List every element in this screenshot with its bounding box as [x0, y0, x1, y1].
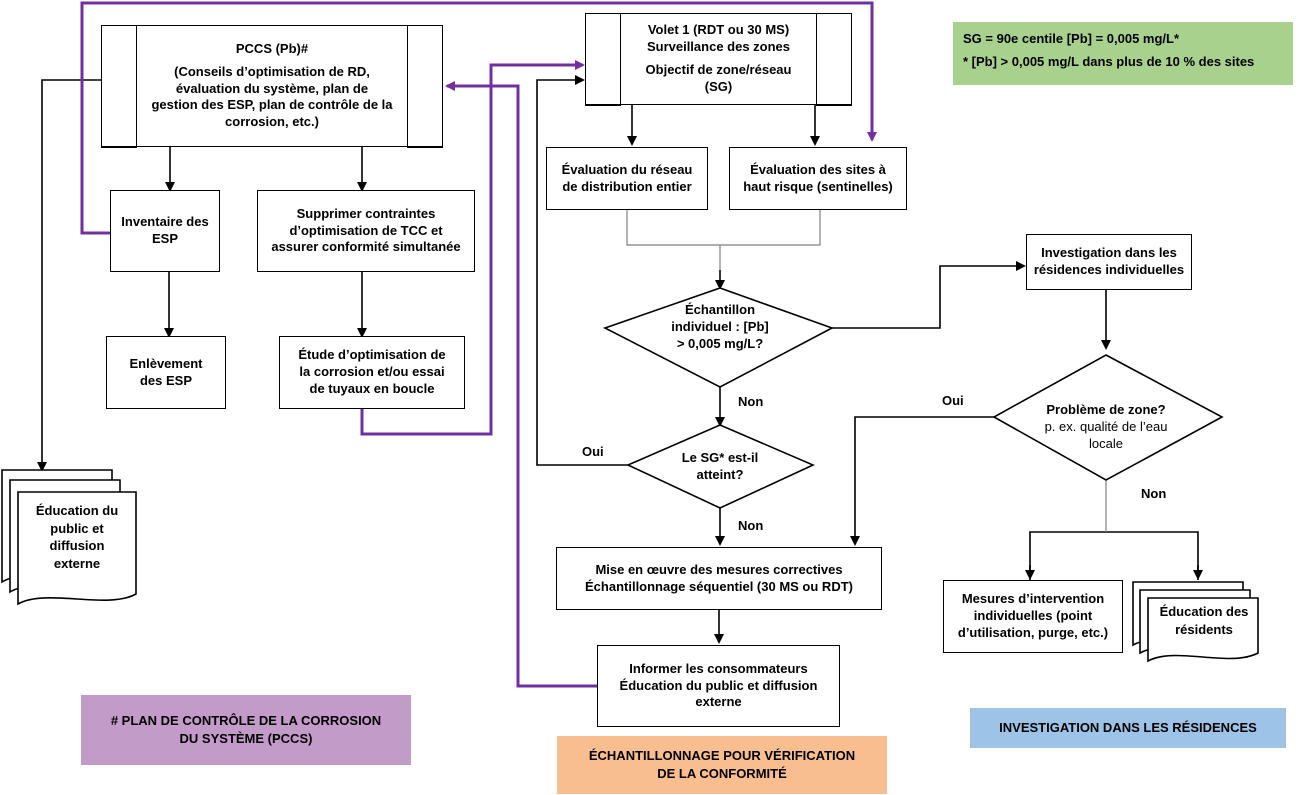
volet-line: Surveillance des zones	[646, 39, 791, 55]
education-residents-text: Éducation des résidents	[1150, 603, 1258, 638]
investigation-line: résidences individuelles	[1033, 262, 1185, 277]
investigation-box: Investigation dans les résidences indivi…	[1026, 234, 1192, 290]
legend-sampling: ÉCHANTILLONNAGE POUR VÉRIFICATION DE LA …	[557, 736, 887, 794]
inventaire-box: Inventaire des ESP	[110, 190, 220, 272]
eval-sites-box: Évaluation des sites à haut risque (sent…	[729, 147, 907, 210]
sg-line: Le SG* est-il	[681, 450, 759, 465]
probleme-diamond	[992, 354, 1224, 481]
label-non: Non	[738, 518, 764, 533]
label-oui: Oui	[582, 444, 604, 459]
probleme-line: locale	[1089, 435, 1123, 451]
supprimer-line: assurer conformité simultanée	[271, 239, 461, 255]
education-public-docs	[1, 469, 137, 606]
legend-pccs-line: # PLAN DE CONTRÔLE DE LA CORROSION	[110, 712, 382, 728]
branch-probleme-non	[1029, 531, 1199, 580]
legend-residences: INVESTIGATION DANS LES RÉSIDENCES	[970, 708, 1286, 748]
label-oui: Oui	[942, 393, 964, 408]
sg-text: Le SG* est-il atteint?	[660, 450, 780, 484]
legend-sampling-line: DE LA CONFORMITÉ	[657, 766, 787, 781]
education-residents-line: Éducation des	[1159, 604, 1249, 619]
informer-line: Éducation du public et diffusion	[619, 677, 818, 693]
etude-box: Étude d’optimisation de la corrosion et/…	[279, 336, 465, 409]
eval-reseau-box: Évaluation du réseau de distribution ent…	[546, 147, 708, 210]
arrow-pccs-to-education	[37, 79, 101, 472]
intervention-line: individuelles (point	[973, 608, 1093, 624]
intervention-line: Mesures d’intervention	[961, 591, 1105, 607]
eval-reseau-line: de distribution entier	[562, 178, 692, 194]
enlevement-box: Enlèvement des ESP	[106, 336, 226, 409]
sg-note-line: SG = 90e centile [Pb] = 0,005 mg/L*	[963, 31, 1180, 46]
etude-line: la corrosion et/ou essai	[299, 364, 445, 380]
education-public-line: diffusion	[49, 538, 105, 554]
pccs-line: (Conseils d’optimisation de RD,	[174, 63, 370, 79]
supprimer-line: Supprimer contraintes	[296, 205, 436, 221]
informer-line: externe	[695, 694, 742, 710]
pccs-line: corrosion, etc.)	[225, 114, 319, 130]
volet-box: Volet 1 (RDT ou 30 MS) Surveillance des …	[585, 12, 852, 106]
legend-residences-line: INVESTIGATION DANS LES RÉSIDENCES	[999, 719, 1257, 735]
informer-box: Informer les consommateurs Éducation du …	[597, 645, 840, 727]
mesures-line: Échantillonnage séquentiel (30 MS ou RDT…	[585, 578, 853, 594]
pccs-line: évaluation du système, plan de	[175, 80, 369, 96]
volet-line: Objectif de zone/réseau	[645, 62, 792, 77]
etude-line: Étude d’optimisation de	[298, 347, 446, 363]
supprimer-line: d’optimisation de TCC et	[289, 222, 443, 238]
arrow-sg-oui-to-volet	[536, 75, 628, 466]
intervention-box: Mesures d’intervention individuelles (po…	[943, 580, 1123, 653]
etude-line: de tuyaux en boucle	[309, 380, 435, 396]
label-non: Non	[738, 394, 764, 409]
education-public-line: Éducation du	[35, 503, 119, 518]
legend-pccs-line: DU SYSTÈME (PCCS)	[179, 731, 313, 746]
inventaire-line: ESP	[151, 231, 178, 246]
education-public-text: Éducation du public et diffusion externe	[22, 502, 132, 572]
arrow-probleme-oui-to-mesures	[850, 416, 994, 546]
echantillon-line: > 0,005 mg/L?	[676, 335, 764, 351]
legend-sampling-line: ÉCHANTILLONNAGE POUR VÉRIFICATION	[588, 747, 856, 763]
probleme-title: Problème de zone?	[1046, 402, 1166, 417]
eval-sites-line: haut risque (sentinelles)	[743, 178, 893, 194]
sg-note-line: * [Pb] > 0,005 mg/L dans plus de 10 % de…	[963, 53, 1255, 69]
sg-line: atteint?	[696, 466, 744, 482]
pccs-line: gestion des ESP, plan de contrôle de la	[151, 97, 393, 113]
echantillon-text: Échantillon individuel : [Pb] > 0,005 mg…	[640, 302, 800, 353]
education-public-line: public et	[50, 520, 104, 536]
pccs-box: PCCS (Pb)# (Conseils d’optimisation de R…	[101, 24, 443, 148]
legend-pccs: # PLAN DE CONTRÔLE DE LA CORROSION DU SY…	[81, 695, 411, 765]
arrow-echantillon-to-investigation	[832, 261, 1026, 329]
merge-eval-lines	[626, 210, 821, 246]
eval-reseau-line: Évaluation du réseau	[561, 161, 693, 177]
volet-line: (SG)	[704, 78, 733, 94]
label-non: Non	[1141, 486, 1167, 501]
intervention-line: d’utilisation, purge, etc.)	[957, 624, 1109, 640]
eval-sites-line: Évaluation des sites à	[750, 161, 886, 177]
mesures-box: Mise en œuvre des mesures correctives Éc…	[556, 547, 882, 610]
purple-informer-to-pccs	[445, 81, 597, 688]
echantillon-line: individuel : [Pb]	[671, 318, 769, 334]
volet-line: Volet 1 (RDT ou 30 MS)	[647, 22, 790, 38]
enlevement-line: Enlèvement	[129, 355, 203, 371]
inventaire-line: Inventaire des	[121, 214, 209, 230]
probleme-text: Problème de zone? p. ex. qualité de l’ea…	[1026, 402, 1186, 453]
enlevement-line: des ESP	[139, 372, 193, 388]
pccs-title: PCCS (Pb)#	[235, 40, 309, 56]
sg-note: SG = 90e centile [Pb] = 0,005 mg/L* * [P…	[953, 22, 1293, 85]
informer-line: Informer les consommateurs	[629, 660, 808, 676]
investigation-line: Investigation dans les	[1041, 245, 1177, 261]
education-residents-line: résidents	[1175, 621, 1233, 637]
supprimer-box: Supprimer contraintes d’optimisation de …	[257, 190, 475, 272]
echantillon-diamond	[602, 287, 834, 388]
education-residents-docs	[1132, 581, 1259, 663]
education-public-line: externe	[53, 555, 101, 571]
sg-diamond	[626, 424, 815, 509]
probleme-line: p. ex. qualité de l’eau	[1044, 418, 1168, 434]
purple-etude-to-volet	[360, 60, 585, 436]
mesures-line: Mise en œuvre des mesures correctives	[595, 561, 843, 577]
purple-inventaire-to-eval-sites	[80, 1, 877, 235]
echantillon-line: Échantillon	[684, 302, 756, 317]
